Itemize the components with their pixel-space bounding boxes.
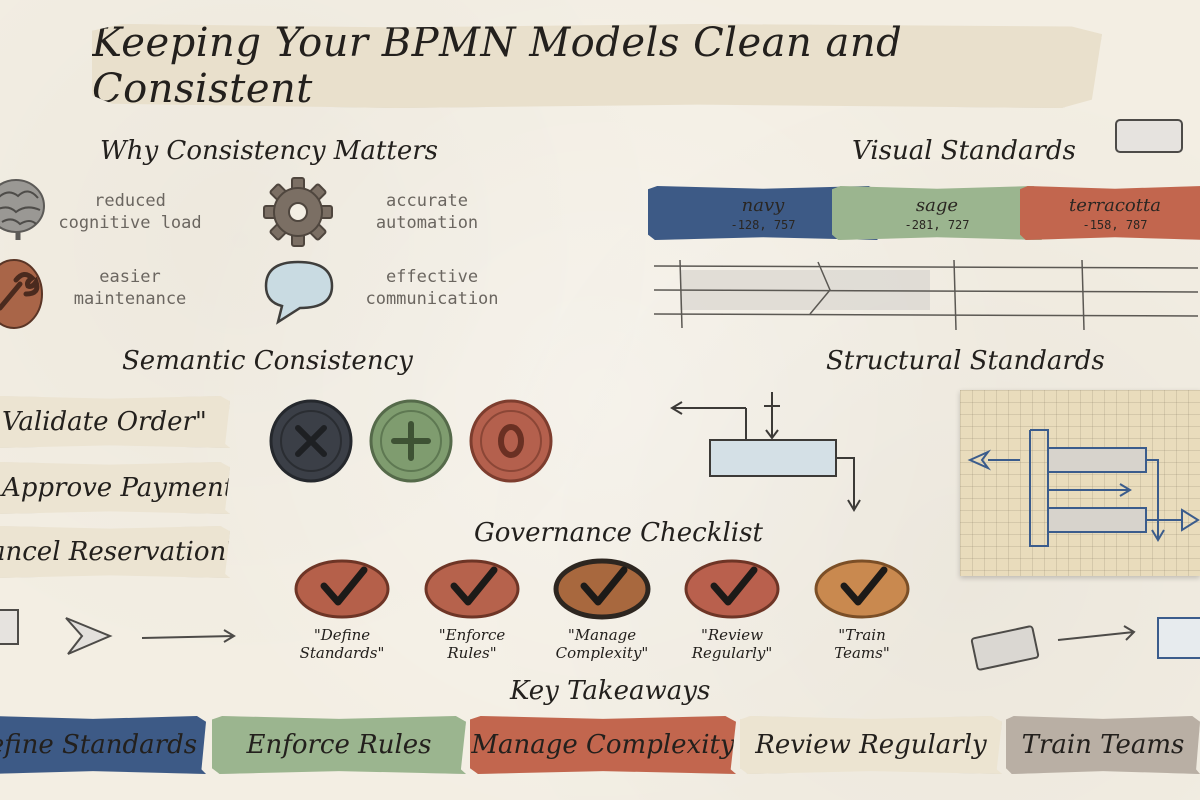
takeaway-enforce-rules: Enforce Rules [212,716,466,774]
takeaways-heading: Key Takeaways [510,676,711,706]
lane-sketch [653,259,1199,331]
title-banner: Keeping Your BPMN Models Clean and Consi… [92,24,1102,108]
exclusive-gateway-icon [269,399,353,483]
checklist-badges [294,558,910,620]
label-cancel-reservation: ancel Reservation" [0,526,230,578]
start-sketch [0,609,236,655]
page-title: Keeping Your BPMN Models Clean and Consi… [92,20,903,112]
governance-heading: Governance Checklist [474,518,763,548]
flow-sketch [670,392,861,512]
check-badge-manage-complexity [553,558,651,620]
label-approve-payment: "Approve Payment" [0,462,230,514]
check-badge-define-standards [294,559,390,619]
task-shape-icon [1115,119,1183,153]
grid-paper-diagram [960,390,1200,576]
takeaway-train-teams: Train Teams [1006,716,1200,774]
wrench-icon [0,259,43,329]
gear-icon [263,177,333,247]
check-badge-enforce-rules [424,559,520,619]
check-badge-train-teams [814,559,910,619]
why-heading: Why Consistency Matters [100,136,438,166]
takeaway-manage-complexity: Manage Complexity [470,716,736,774]
check-badge-review-regularly [684,559,780,619]
structural-heading: Structural Standards [826,346,1105,376]
brain-icon [0,179,45,240]
label-validate-order: "Validate Order" [0,396,230,448]
semantic-heading: Semantic Consistency [122,346,413,376]
visual-heading: Visual Standards [852,136,1076,166]
inclusive-gateway-icon [469,399,553,483]
swatch-sage: sage -281, 727 [832,186,1042,240]
parallel-gateway-icon [369,399,453,483]
speech-bubble-icon [264,260,334,325]
takeaway-define-standards: efine Standards [0,716,206,774]
process-sketch [967,429,1200,547]
end-sketch [970,617,1200,671]
takeaway-review-regularly: Review Regularly [740,716,1002,774]
swatch-terracotta: terracotta -158, 787 [1020,186,1200,240]
